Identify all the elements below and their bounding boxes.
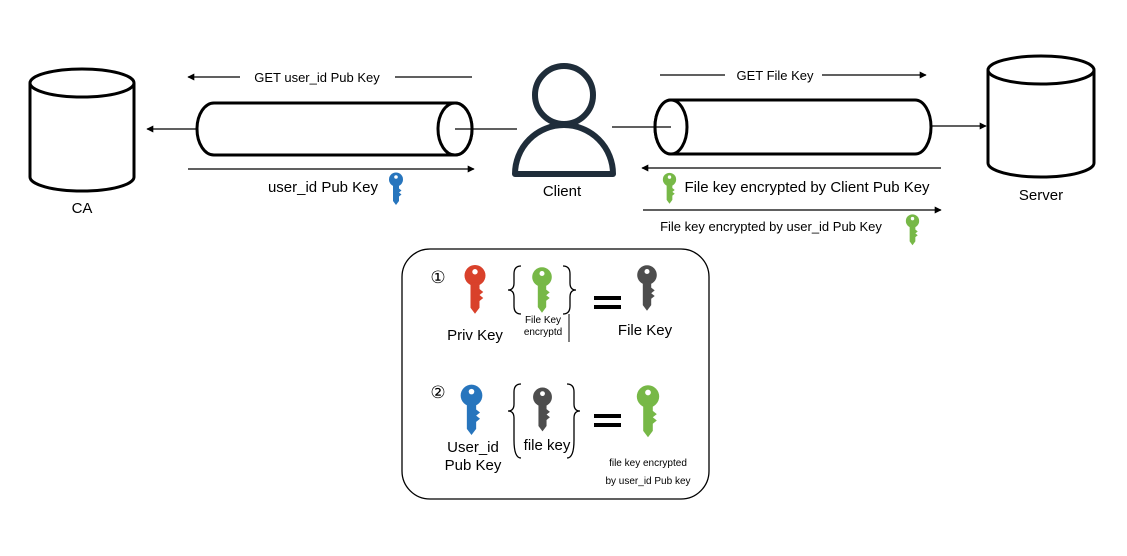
get-user-id-pub-key-label: GET user_id Pub Key [254,70,380,85]
right-brace [562,265,577,315]
green-key-icon [905,214,920,246]
equals-sign [594,296,621,309]
blue-key-icon [389,172,403,205]
file-key-encryptd-label-1: File Key [525,315,561,326]
server-label: Server [1019,187,1063,204]
client-server-channel [653,98,933,156]
user-id-pub-key-label: user_id Pub Key [268,179,379,196]
file-key-encrypted-label-2: by user_id Pub key [605,476,690,487]
pub-key-label: Pub Key [445,457,502,474]
priv-key-label: Priv Key [447,327,503,344]
file-key-enc-client-label: File key encrypted by Client Pub Key [684,179,930,196]
left-brace [507,265,522,315]
server-database-icon [986,54,1096,179]
step-1-number: ① [430,268,445,287]
user-id-label: User_id [447,439,499,456]
step-2: ② User_id Pub Key file key file key encr… [430,383,690,487]
step-2-number: ② [430,383,445,402]
green-key-icon [662,172,677,204]
file-key-encrypted-label-1: file key encrypted [609,458,687,469]
file-key-result-label: File Key [618,322,673,339]
equals-sign [594,414,621,427]
legend-box [401,248,710,500]
step-1: ① Priv Key File Key encryptd File Key [430,265,673,344]
ca-client-channel [195,101,474,157]
file-key-bracket-label: file key [524,437,571,454]
client-label: Client [543,183,582,200]
ca-label: CA [72,200,93,217]
file-key-encryptd-label-2: encryptd [524,327,562,338]
get-file-key-label: GET File Key [736,68,814,83]
ca-database-icon [28,67,136,193]
left-brace [507,383,522,459]
file-key-enc-user-id-label: File key encrypted by user_id Pub Key [660,219,882,234]
client-user-icon [512,63,616,177]
right-brace [566,383,581,459]
